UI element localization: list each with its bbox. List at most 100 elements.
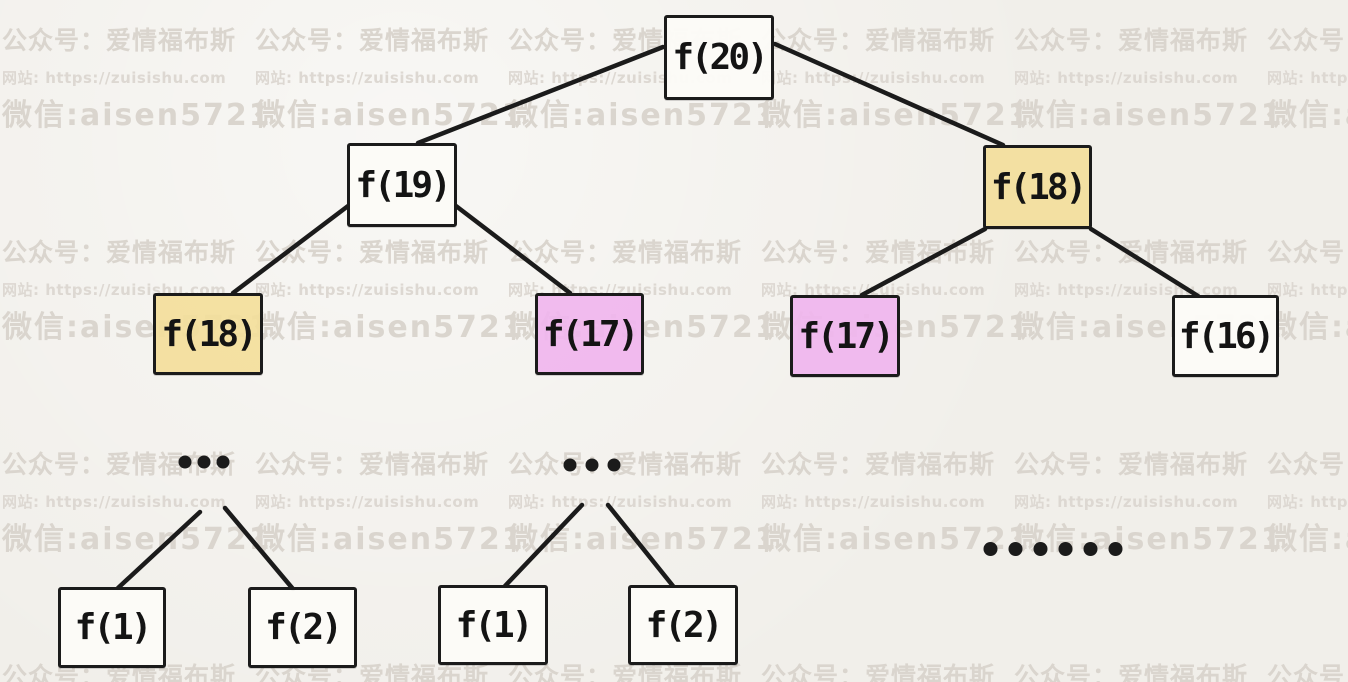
- watermark-text-line3: 微信:aisen5721: [255, 310, 525, 345]
- ellipsis-dot-dots-right: [1108, 542, 1123, 556]
- watermark-text-line2: 网站: https://zuisishu.com: [2, 69, 227, 87]
- watermark-block: 公众号：爱情福布斯网站: https://zuisishu.com 微信:aise…: [2, 450, 272, 558]
- tree-node-f17b: f(17): [790, 295, 900, 377]
- watermark-text-line2: 网站: https://zuisishu.com: [1267, 281, 1348, 299]
- watermark-block: 公众号：爱情福布斯网站: https://zuisishu.com 微信:aise…: [2, 26, 272, 134]
- watermark-text-line3: 微信:aisen5721: [255, 98, 525, 133]
- tree-node-label: f(2): [265, 607, 343, 648]
- watermark-text-line2: 网站: https://zuisishu.com: [1014, 69, 1239, 87]
- ellipsis-dot-dots-right: [1058, 542, 1073, 556]
- watermark-text-line3: 微信:aisen5721: [2, 98, 272, 133]
- watermark-text-line2: 网站: https://zuisishu.com: [1267, 493, 1348, 511]
- tree-node-label: f(18): [161, 313, 257, 355]
- watermark-block: 公众号：爱情福布斯网站: https://zuisishu.com 微信:aise…: [508, 450, 778, 558]
- tree-node-f2a: f(2): [248, 587, 357, 668]
- watermark-block: 公众号：爱情福布斯网站: https://zuisishu.com 微信:aise…: [1014, 450, 1284, 558]
- ellipsis-dot-dots-right: [1083, 542, 1098, 556]
- tree-edge-f19-f18l: [230, 203, 351, 296]
- watermark-text-line1: 公众号：爱情福布斯: [508, 450, 743, 479]
- watermark-text-line1: 公众号：爱情福布斯: [2, 26, 237, 55]
- tree-node-label: f(20): [672, 37, 768, 78]
- tree-edge-f18r-f17b: [859, 226, 988, 298]
- ellipsis-dot-dots-middle: [607, 458, 621, 472]
- tree-node-f1b: f(1): [438, 585, 548, 665]
- watermark-text-line1: 公众号：爱情福布斯: [761, 26, 996, 55]
- ellipsis-dot-dots-left: [197, 455, 211, 469]
- ellipsis-dot-dots-middle: [563, 458, 577, 472]
- tree-node-f19: f(19): [347, 143, 457, 227]
- watermark-text-line1: 公众号：爱情福布斯: [1267, 450, 1348, 479]
- watermark-block: 公众号：爱情福布斯网站: https://zuisishu.com 微信:aise…: [255, 26, 525, 134]
- watermark-text-line3: 微信:aisen5721: [761, 98, 1031, 133]
- watermark-text-line2: 网站: https://zuisishu.com: [1267, 69, 1348, 87]
- watermark-text-line1: 公众号：爱情福布斯: [1014, 662, 1249, 682]
- watermark-block: 公众号：爱情福布斯网站: https://zuisishu.com 微信:aise…: [1014, 26, 1284, 134]
- watermark-text-line2: 网站: https://zuisishu.com: [1014, 493, 1239, 511]
- tree-edge-f19-f17a: [453, 203, 573, 296]
- watermark-text-line2: 网站: https://zuisishu.com: [508, 493, 733, 511]
- ellipsis-dot-dots-right: [1008, 542, 1023, 556]
- watermark-text-line1: 公众号：爱情福布斯: [1267, 26, 1348, 55]
- watermark-text-line3: 微信:aisen5721: [508, 522, 778, 557]
- watermark-text-line3: 微信:aisen5721: [1267, 98, 1348, 133]
- tree-node-f18l: f(18): [153, 293, 263, 375]
- ellipsis-dot-dots-middle: [585, 458, 599, 472]
- tree-node-label: f(1): [74, 607, 153, 648]
- tree-edge-dots-middle-f2b: [605, 502, 676, 589]
- watermark-text-line2: 网站: https://zuisishu.com: [255, 69, 480, 87]
- tree-edge-dots-left-f1a: [115, 509, 203, 591]
- watermark-text-line1: 公众号：爱情福布斯: [761, 450, 996, 479]
- tree-node-label: f(16): [1178, 315, 1275, 357]
- tree-node-f20: f(20): [664, 15, 774, 100]
- tree-node-f2b: f(2): [628, 585, 738, 665]
- tree-node-label: f(18): [990, 166, 1087, 208]
- ellipsis-dot-dots-right: [1033, 542, 1048, 556]
- ellipsis-dot-dots-left: [178, 455, 192, 469]
- tree-node-label: f(17): [798, 315, 894, 357]
- watermark-text-line3: 微信:aisen5721: [1267, 310, 1348, 345]
- watermark-text-line3: 微信:aisen5721: [1267, 522, 1348, 557]
- watermark-text-line2: 网站: https://zuisishu.com: [255, 493, 480, 511]
- watermark-text-line1: 公众号：爱情福布斯: [508, 662, 743, 682]
- watermark-text-line3: 微信:aisen5721: [2, 522, 272, 557]
- ellipsis-dot-dots-right: [983, 542, 998, 556]
- watermark-text-line1: 公众号：爱情福布斯: [2, 450, 237, 479]
- watermark-block: 公众号：爱情福布斯网站: https://zuisishu.com 微信:aise…: [255, 450, 525, 558]
- watermark-text-line2: 网站: https://zuisishu.com: [2, 493, 227, 511]
- tree-edge-dots-left-f2a: [222, 505, 296, 592]
- tree-node-f17a: f(17): [535, 293, 644, 375]
- watermark-text-line2: 网站: https://zuisishu.com: [761, 493, 986, 511]
- ellipsis-dot-dots-left: [216, 455, 230, 469]
- watermark-text-line1: 公众号：爱情福布斯: [2, 238, 237, 267]
- watermark-text-line1: 公众号：爱情福布斯: [761, 662, 996, 682]
- watermark-text-line1: 公众号：爱情福布斯: [508, 238, 743, 267]
- watermark-text-line1: 公众号：爱情福布斯: [1014, 26, 1249, 55]
- tree-node-f1a: f(1): [58, 587, 166, 668]
- tree-edge-f20-f18r: [772, 41, 1006, 148]
- tree-edge-dots-middle-f1b: [502, 502, 585, 589]
- watermark-text-line1: 公众号：爱情福布斯: [1014, 450, 1249, 479]
- watermark-text-line1: 公众号：爱情福布斯: [255, 238, 490, 267]
- watermark-text-line3: 微信:aisen5721: [255, 522, 525, 557]
- tree-node-label: f(17): [542, 313, 639, 355]
- watermark-text-line3: 微信:aisen5721: [1014, 98, 1284, 133]
- watermark-text-line1: 公众号：爱情福布斯: [255, 26, 490, 55]
- watermark-text-line2: 网站: https://zuisishu.com: [255, 281, 480, 299]
- watermark-text-line1: 公众号：爱情福布斯: [255, 450, 490, 479]
- watermark-text-line3: 微信:aisen5721: [1014, 522, 1284, 557]
- watermark-text-line1: 公众号：爱情福布斯: [1267, 662, 1348, 682]
- tree-node-label: f(19): [355, 164, 451, 206]
- watermark-block: 公众号：爱情福布斯网站: https://zuisishu.com 微信:aise…: [255, 238, 525, 346]
- tree-node-label: f(2): [645, 604, 724, 646]
- tree-node-f18r: f(18): [983, 145, 1092, 229]
- tree-edge-f20-f19: [415, 44, 666, 146]
